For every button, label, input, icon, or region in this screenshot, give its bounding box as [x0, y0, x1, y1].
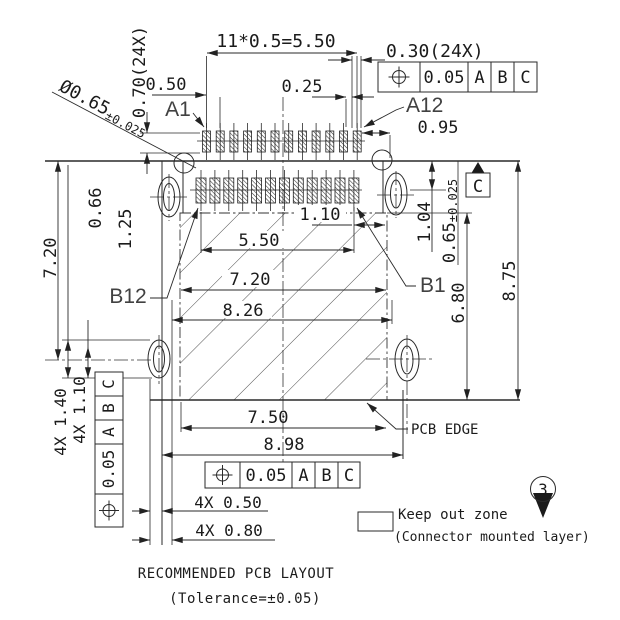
dim-row-center-offset: 1.25: [116, 209, 136, 250]
dim-pitch: 0.50: [146, 75, 187, 95]
dim-slot-width: 0.65±0.025: [440, 179, 460, 263]
dim-pad-height: 0.70(24X): [130, 26, 150, 118]
balloon-number: 3: [538, 480, 548, 499]
dim-body-outer-width: 8.26: [223, 301, 264, 321]
hatch-swatch-icon: [357, 511, 394, 532]
alignment-circle-right: [371, 149, 393, 171]
mounting-hole-top-right: [384, 172, 408, 216]
label-pin-a12: A12: [406, 94, 443, 117]
position-tolerance-icon: [212, 465, 233, 485]
leader-b1: [356, 207, 416, 287]
feature-control-frame-top: 0.05 A B C: [377, 61, 538, 93]
label-pin-b1: B1: [420, 274, 446, 297]
leader-a12: [363, 106, 405, 128]
mounting-hole-bottom-left: [147, 339, 171, 379]
mounting-hole-bottom-right: [394, 338, 420, 382]
fcf-left-datum-c: C: [99, 379, 118, 389]
dim-hole-length-inner: 4X 1.10: [70, 376, 89, 443]
tolerance-note: (Tolerance=±0.05): [169, 591, 321, 607]
dim-pcb-width: 8.98: [264, 435, 305, 455]
dim-keepout-width: 7.50: [248, 408, 289, 428]
mounting-hole-top-left: [157, 176, 181, 218]
datum-c-letter: C: [473, 177, 483, 197]
fcf-bottom-datum-a: A: [298, 466, 308, 486]
leader-hole-dia: [51, 91, 197, 169]
dim-row-offset: 0.66: [86, 188, 106, 229]
drawing-title: RECOMMENDED PCB LAYOUT: [138, 566, 335, 582]
leader-b12: [150, 207, 199, 299]
pin-row-b: [195, 170, 360, 211]
text-masks: [214, 205, 346, 318]
dim-hole-width: 4X 0.80: [195, 521, 262, 540]
dim-hole-edge-offset: 4X 0.50: [194, 493, 261, 512]
fcf-bottom-datum-c: C: [344, 466, 354, 486]
feature-control-frame-bottom: 0.05 A B C: [204, 461, 361, 489]
datum-target-c: C: [465, 162, 491, 198]
fcf-top-datum-b: B: [497, 68, 507, 88]
dim-pitch-total: 11*0.5=5.50: [216, 31, 335, 52]
dim-pad-width: 0.30(24X): [386, 41, 484, 62]
fcf-top-datum-a: A: [474, 68, 484, 88]
datum-triangle-icon: [471, 162, 485, 173]
fcf-bottom-datum-b: B: [321, 466, 331, 486]
dim-left-height: 7.20: [41, 238, 61, 279]
legend-keep-out: Keep out zone: [398, 507, 508, 523]
fcf-bottom-tolerance: 0.05: [246, 466, 287, 486]
legend-layer-note: (Connector mounted layer): [394, 530, 590, 545]
centerlines: [45, 97, 434, 470]
fcf-top-tolerance: 0.05: [424, 68, 465, 88]
fcf-top-datum-c: C: [520, 68, 530, 88]
pin-row-a: [202, 123, 362, 160]
fcf-left-datum-a: A: [99, 427, 118, 437]
dim-b1-inset: 1.10: [300, 205, 341, 225]
fcf-left-tolerance: 0.05: [99, 450, 118, 489]
leader-pcb-edge: [366, 402, 408, 430]
dim-keepout-height: 6.80: [449, 283, 469, 324]
position-tolerance-icon: [99, 500, 119, 521]
label-pin-a1: A1: [165, 98, 191, 121]
leader-lines: [51, 91, 416, 430]
dim-a12-to-edge: 0.95: [418, 118, 459, 138]
dim-slot-offset: 1.04: [415, 202, 435, 243]
dim-body-width: 7.20: [230, 270, 271, 290]
fcf-left-datum-b: B: [99, 403, 118, 413]
feature-control-frame-left: C B A 0.05: [94, 371, 124, 528]
position-tolerance-icon: [388, 66, 410, 88]
keepout-legend: Keep out zone (Connector mounted layer): [357, 507, 590, 545]
label-pcb-edge: PCB EDGE: [411, 422, 478, 438]
dim-gap: 0.25: [282, 77, 323, 97]
balloon-pointer-icon: [533, 493, 553, 518]
dim-b-row-span: 5.50: [239, 231, 280, 251]
dimension-lines: [54, 49, 522, 544]
alignment-circle-left: [173, 152, 195, 174]
balloon-note-3: 3: [530, 476, 556, 518]
dim-total-height: 8.75: [500, 261, 520, 302]
leader-a1: [192, 112, 205, 128]
label-pin-b12: B12: [109, 285, 146, 308]
dim-hole-length-outer: 4X 1.40: [51, 388, 70, 455]
